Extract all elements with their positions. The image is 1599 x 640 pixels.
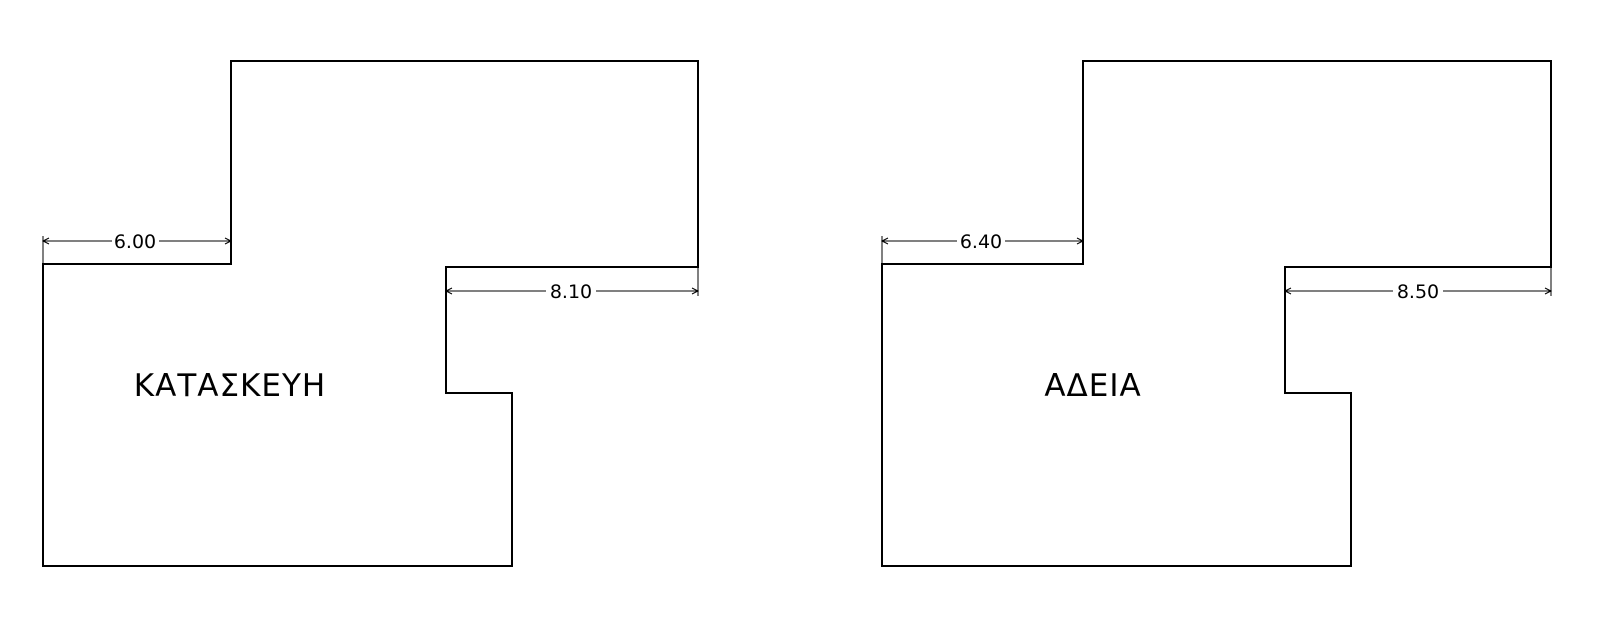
plan-label: ΑΔΕΙΑ [1044, 368, 1141, 404]
plan-outline [42, 60, 699, 567]
dimension-label: 8.10 [550, 281, 592, 303]
dimension-top-left: 6.00 [41, 231, 233, 264]
dimension-label: 8.50 [1397, 281, 1439, 303]
dimension-label: 6.00 [114, 231, 156, 253]
plan-construction: 6.00 8.10 ΚΑΤΑΣΚΕΥΗ [41, 60, 700, 567]
dimension-right: 8.50 [1283, 267, 1553, 303]
plan-label: ΚΑΤΑΣΚΕΥΗ [134, 368, 326, 404]
plan-permit: 6.40 8.50 ΑΔΕΙΑ [880, 60, 1553, 567]
dimension-right: 8.10 [444, 267, 700, 303]
dimension-label: 6.40 [960, 231, 1002, 253]
dimension-top-left: 6.40 [880, 231, 1085, 264]
plan-outline [881, 60, 1552, 567]
